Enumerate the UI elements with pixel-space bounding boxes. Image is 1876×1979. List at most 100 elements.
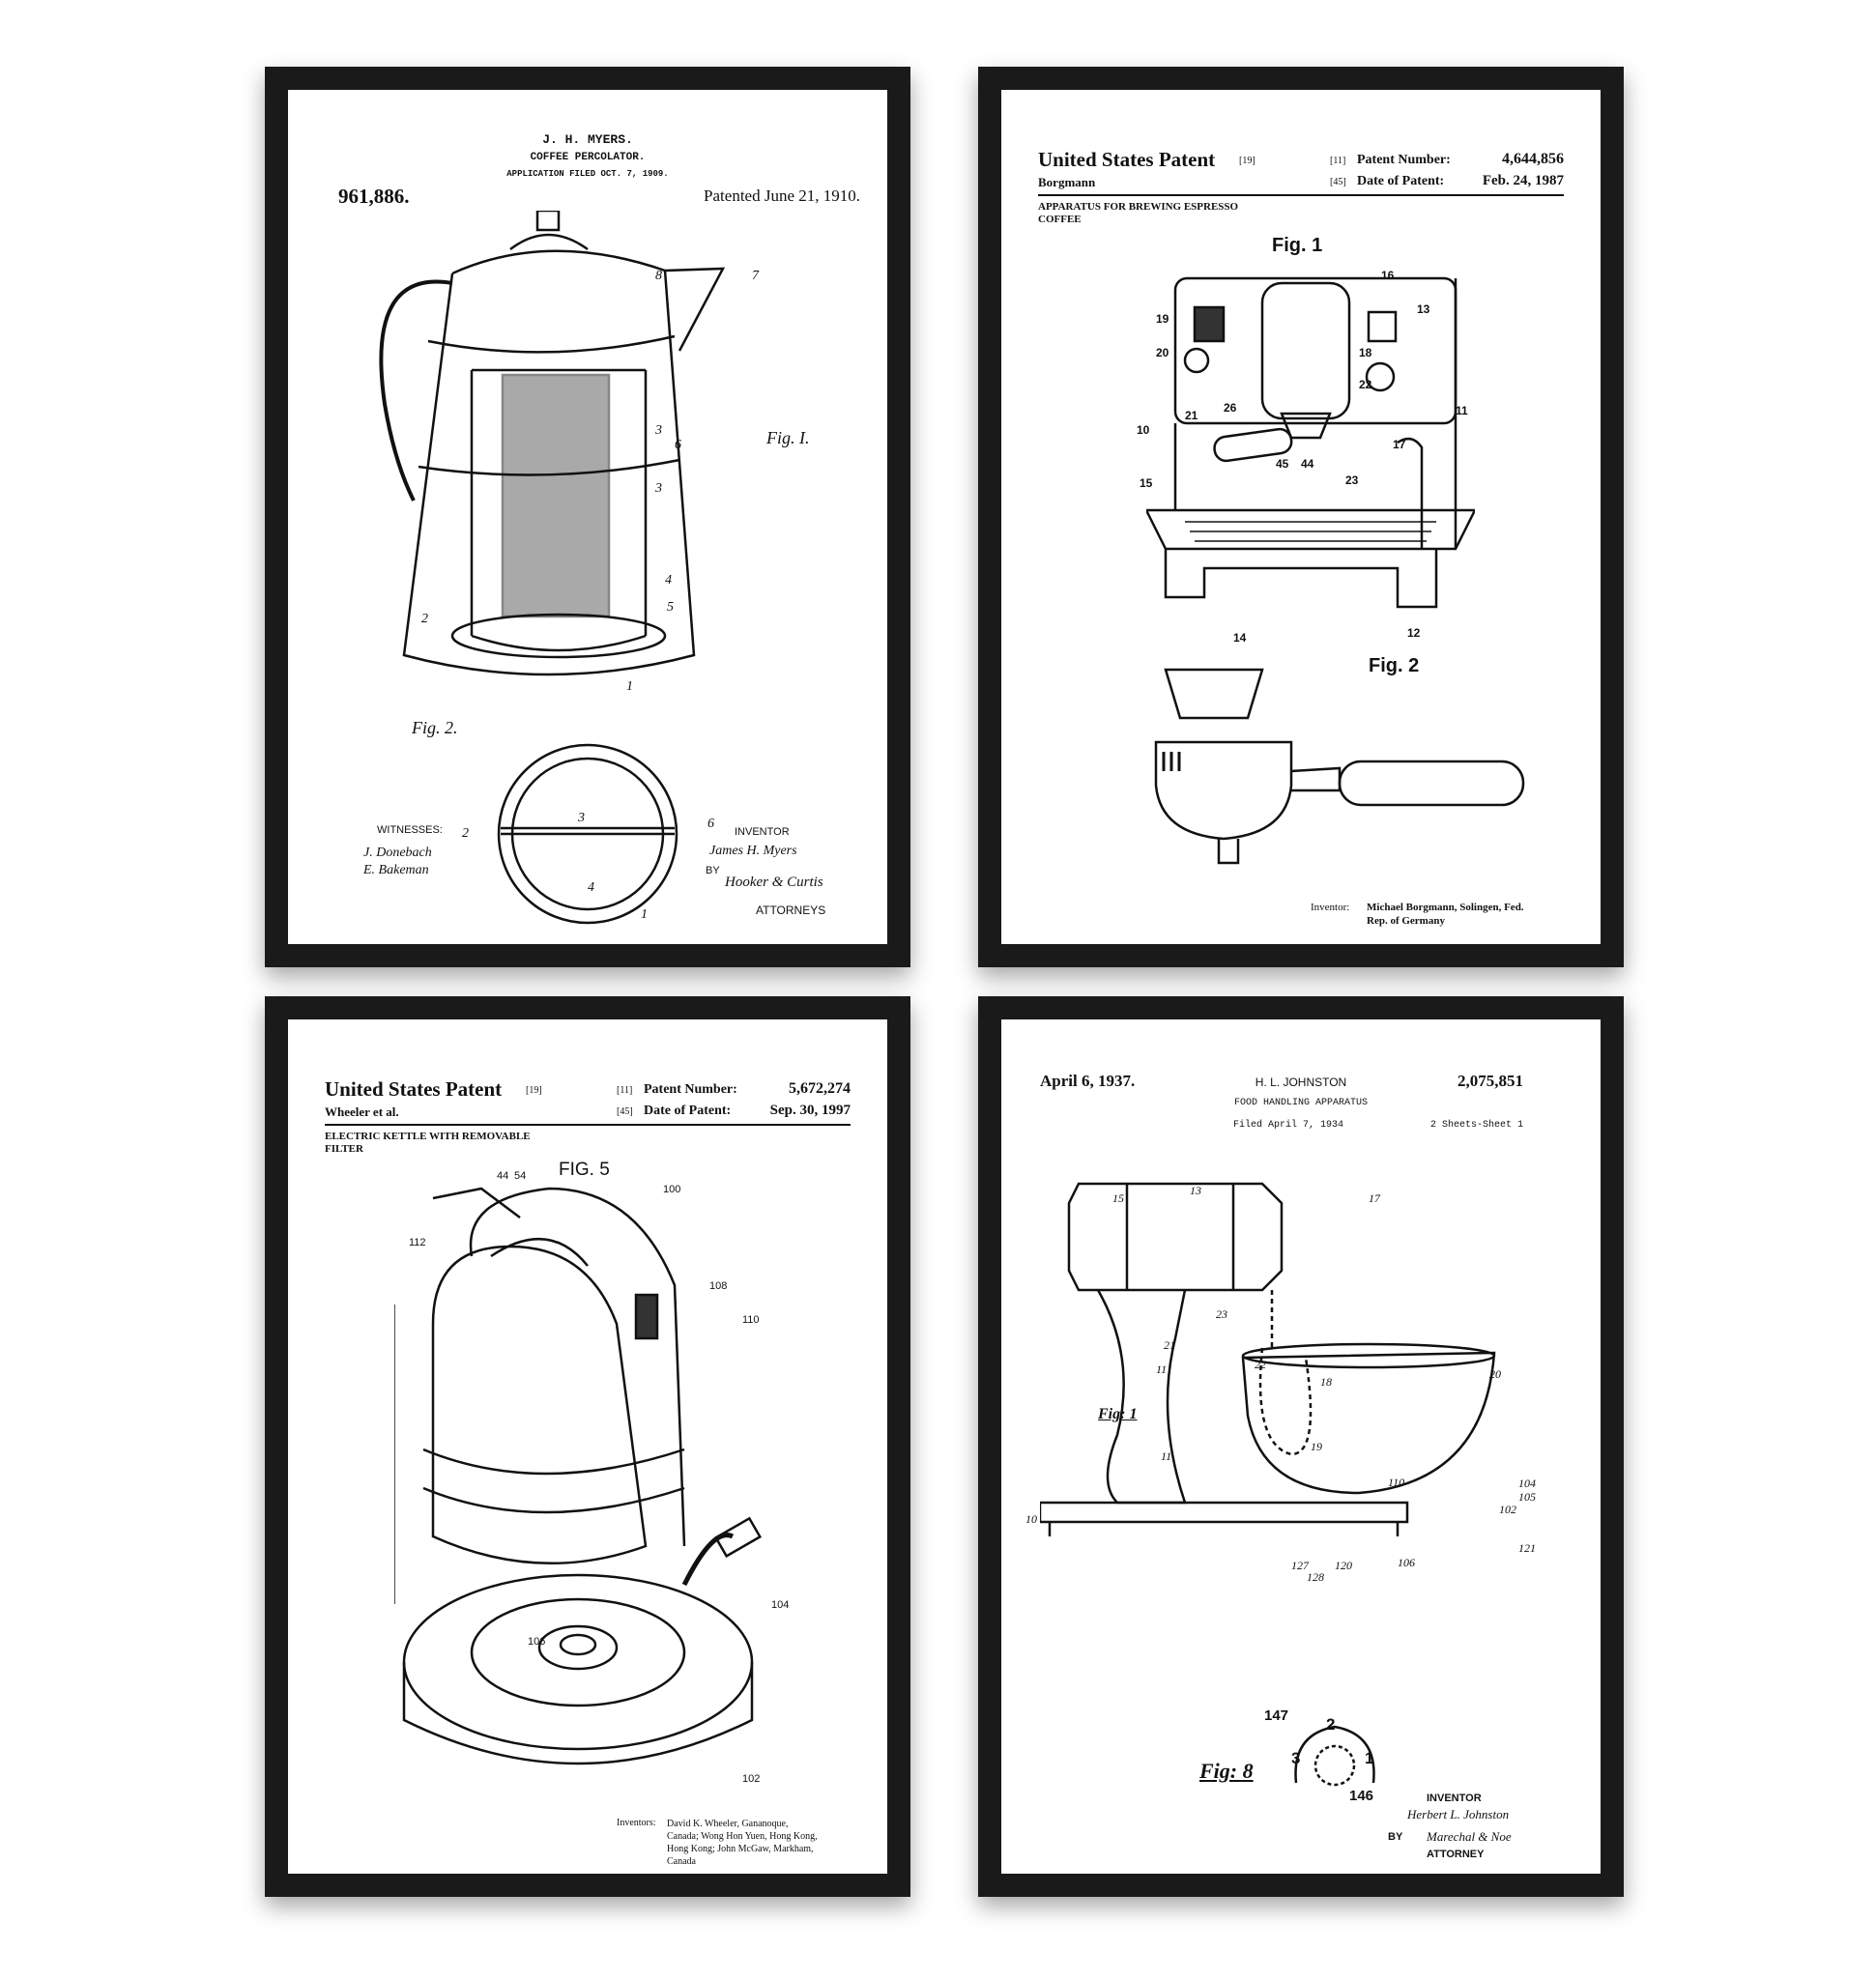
numeral: 21 [1185,409,1198,422]
patent-title-line1: APPARATUS FOR BREWING ESPRESSO [1038,201,1239,213]
numeral: 105 [1518,1490,1536,1504]
inventor-line1: Michael Borgmann, Solingen, Fed. [1367,902,1524,913]
numeral: 23 [1216,1307,1227,1321]
numeral: 7 [752,269,759,283]
inventor-header: J. H. MYERS. [542,132,633,147]
poster-paper: J. H. MYERS. COFFEE PERCOLATOR. APPLICAT… [288,90,887,944]
numeral: 106 [528,1636,546,1648]
attorneys-label: ATTORNEYS [756,903,826,917]
patent-title-line1: ELECTRIC KETTLE WITH REMOVABLE [325,1131,531,1142]
patent-number: 4,644,856 [1502,151,1564,167]
numeral: 100 [663,1184,681,1195]
patent-number: 961,886. [338,185,410,208]
header-rule [325,1124,851,1126]
poster-paper: United States Patent [19] Wheeler et al.… [288,1019,887,1874]
poster-frame-espresso-machine: United States Patent [19] Borgmann [11] … [978,67,1624,967]
numeral: 13 [1417,302,1430,316]
numeral: 17 [1393,438,1406,451]
inventors-label: Inventors: [617,1818,656,1828]
numeral: 6 [707,817,714,831]
numeral: 106 [1398,1556,1415,1569]
numeral: 4 [588,880,594,895]
fig2-label: Fig. 2 [1369,655,1420,676]
poster-paper: April 6, 1937. H. L. JOHNSTON 2,075,851 … [1001,1019,1601,1874]
patent-date: April 6, 1937. [1040,1072,1136,1090]
kettle-drawing [394,1187,763,1765]
numeral: 23 [1345,473,1359,487]
patent-title: FOOD HANDLING APPARATUS [1233,1098,1369,1108]
attorney-signature: Marechal & Noe [1427,1829,1512,1844]
assignee: Borgmann [1038,175,1096,189]
numeral: 8 [655,269,662,283]
numeral: 14 [1233,631,1247,645]
date-of-patent-label: Date of Patent: [1357,174,1445,188]
fig-label: FIG. 5 [559,1160,610,1180]
fig1-label: Fig. I. [766,428,810,447]
filed-date: Filed April 7, 1934 [1233,1120,1344,1131]
numeral: 21 [1164,1338,1175,1352]
number-code: [11] [1330,156,1346,166]
poster-frame-electric-kettle: United States Patent [19] Wheeler et al.… [265,996,910,1897]
poster-frame-coffee-percolator: J. H. MYERS. COFFEE PERCOLATOR. APPLICAT… [265,67,910,967]
dial-numeral: 2 [1326,1715,1336,1734]
mixer-drawing [1040,1182,1496,1536]
numeral: 45 [1276,457,1289,471]
witnesses-label: WITNESSES: [377,824,443,836]
sheets: 2 Sheets-Sheet 1 [1429,1120,1523,1131]
poster-frame-food-handling-apparatus: April 6, 1937. H. L. JOHNSTON 2,075,851 … [978,996,1624,1897]
numeral: 11 [1456,404,1468,417]
numeral: 44 [1301,457,1314,471]
dial-numeral: 147 [1264,1707,1289,1724]
numeral: 3 [578,811,585,825]
date-code: [45] [617,1106,633,1117]
inventors-line: David K. Wheeler, Gananoque, [667,1819,789,1829]
witness-signature: E. Bakeman [363,863,429,877]
numeral: 121 [1518,1541,1536,1555]
attorney-signature: Hooker & Curtis [725,875,823,890]
percolator-drawing [379,211,726,676]
fig2-label: Fig. 2. [412,718,458,737]
number-code: [11] [617,1085,633,1096]
dial-drawing [1294,1725,1375,1787]
header-code: [19] [526,1085,542,1096]
patented-date: Patented June 21, 1910. [704,186,860,205]
inventor-label: INVENTOR [735,826,790,838]
date-of-patent: Feb. 24, 1987 [1482,173,1564,188]
patent-header: United States Patent [1038,148,1216,171]
numeral: 128 [1307,1570,1324,1584]
numeral: 13 [1190,1184,1201,1197]
numeral: 19 [1156,312,1169,326]
numeral: 26 [1224,401,1237,415]
patent-header: United States Patent [325,1077,503,1101]
numeral: 22 [1255,1358,1266,1371]
numeral: 1 [641,907,648,922]
numeral: 18 [1359,346,1372,359]
numeral: 104 [1518,1477,1536,1490]
numeral: 3 [655,423,662,438]
dial-numeral: 1 [1365,1749,1374,1767]
numeral: 20 [1156,346,1169,359]
percolator-top-view-drawing [497,743,678,925]
numeral: 108 [709,1280,728,1292]
numeral: 4 [665,573,672,588]
patent-title-line2: FILTER [325,1143,363,1155]
inventor-signature: Herbert L. Johnston [1407,1807,1510,1821]
inventors-line: Canada; Wong Hon Yuen, Hong Kong, [667,1831,818,1842]
numeral: 10 [1137,423,1150,437]
inventor-line2: Rep. of Germany [1367,915,1445,927]
header-code: [19] [1239,156,1255,166]
numeral: 5 [667,600,674,615]
inventors-list: David K. Wheeler, Gananoque, Canada; Won… [667,1818,818,1868]
numeral: 11 [1161,1449,1172,1463]
numeral: 11 [1156,1362,1168,1376]
witness-signature: J. Donebach [363,846,432,860]
dial-numeral: 3 [1291,1749,1301,1767]
patent-number-label: Patent Number: [644,1082,737,1097]
assignee: Wheeler et al. [325,1104,399,1119]
date-of-patent-label: Date of Patent: [644,1104,732,1118]
by-label: BY [1388,1831,1403,1843]
espresso-machine-drawing [1146,276,1475,609]
numeral: 2 [462,826,469,841]
numeral: 6 [675,438,681,452]
numeral: 19 [1311,1440,1322,1453]
